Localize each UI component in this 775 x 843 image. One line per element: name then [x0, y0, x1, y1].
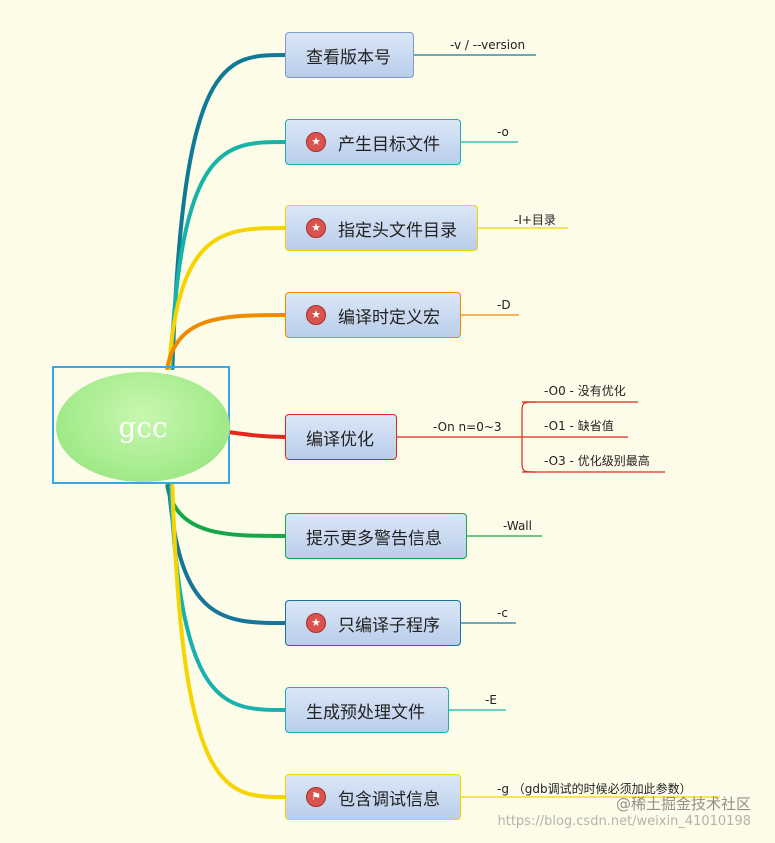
option-label: -g （gdb调试的时候必须加此参数）: [497, 782, 692, 796]
option-label: -D: [497, 298, 511, 312]
branch-node[interactable]: 编译优化: [285, 414, 397, 460]
option-label: -On n=0~3: [433, 420, 502, 434]
branch-label: 包含调试信息: [338, 789, 440, 810]
branch-connector: [170, 53, 287, 370]
sub-option-label: -O3 - 优化级别最高: [544, 454, 650, 468]
watermark-brand: @稀土掘金技术社区: [615, 795, 751, 813]
branch-label: 编译时定义宏: [338, 307, 440, 328]
branch-node[interactable]: ⚑ 包含调试信息: [285, 774, 461, 820]
watermark: @稀土掘金技术社区 https://blog.csdn.net/weixin_4…: [497, 795, 751, 831]
branch-connector: [170, 484, 287, 799]
star-icon: ★: [306, 613, 326, 633]
root-label: gcc: [118, 410, 168, 444]
branch-connector: [166, 484, 287, 625]
branch-connector: [165, 313, 287, 370]
branch-label: 编译优化: [306, 429, 374, 450]
branch-connector: [168, 140, 287, 370]
star-icon: ★: [306, 132, 326, 152]
sub-option-label: -O0 - 没有优化: [544, 384, 626, 398]
branch-node[interactable]: ★ 只编译子程序: [285, 600, 461, 646]
watermark-url: https://blog.csdn.net/weixin_41010198: [497, 814, 751, 829]
branch-label: 只编译子程序: [338, 615, 440, 636]
star-icon: ★: [306, 218, 326, 238]
flag-icon: ⚑: [306, 787, 326, 807]
branch-label: 查看版本号: [306, 47, 391, 68]
sub-option-label: -O1 - 缺省值: [544, 419, 614, 433]
branch-label: 指定头文件目录: [338, 220, 457, 241]
option-label: -I+目录: [514, 213, 556, 227]
branch-node[interactable]: 提示更多警告信息: [285, 513, 467, 559]
option-label: -Wall: [503, 519, 532, 533]
branch-node[interactable]: ★ 指定头文件目录: [285, 205, 478, 251]
option-label: -v / --version: [450, 38, 526, 52]
branch-node[interactable]: 查看版本号: [285, 32, 414, 78]
branch-label: 生成预处理文件: [306, 702, 425, 723]
branch-node[interactable]: ★ 产生目标文件: [285, 119, 461, 165]
root-node[interactable]: gcc: [56, 372, 230, 482]
branch-connector: [165, 484, 287, 538]
branch-label: 提示更多警告信息: [306, 528, 442, 549]
branch-node[interactable]: ★ 编译时定义宏: [285, 292, 461, 338]
branch-label: 产生目标文件: [338, 134, 440, 155]
option-label: -o: [497, 125, 509, 139]
branch-node[interactable]: 生成预处理文件: [285, 687, 449, 733]
option-label: -E: [485, 693, 497, 707]
branch-connector: [226, 430, 287, 439]
branch-connector: [166, 226, 287, 370]
option-label: -c: [497, 606, 508, 620]
star-icon: ★: [306, 305, 326, 325]
